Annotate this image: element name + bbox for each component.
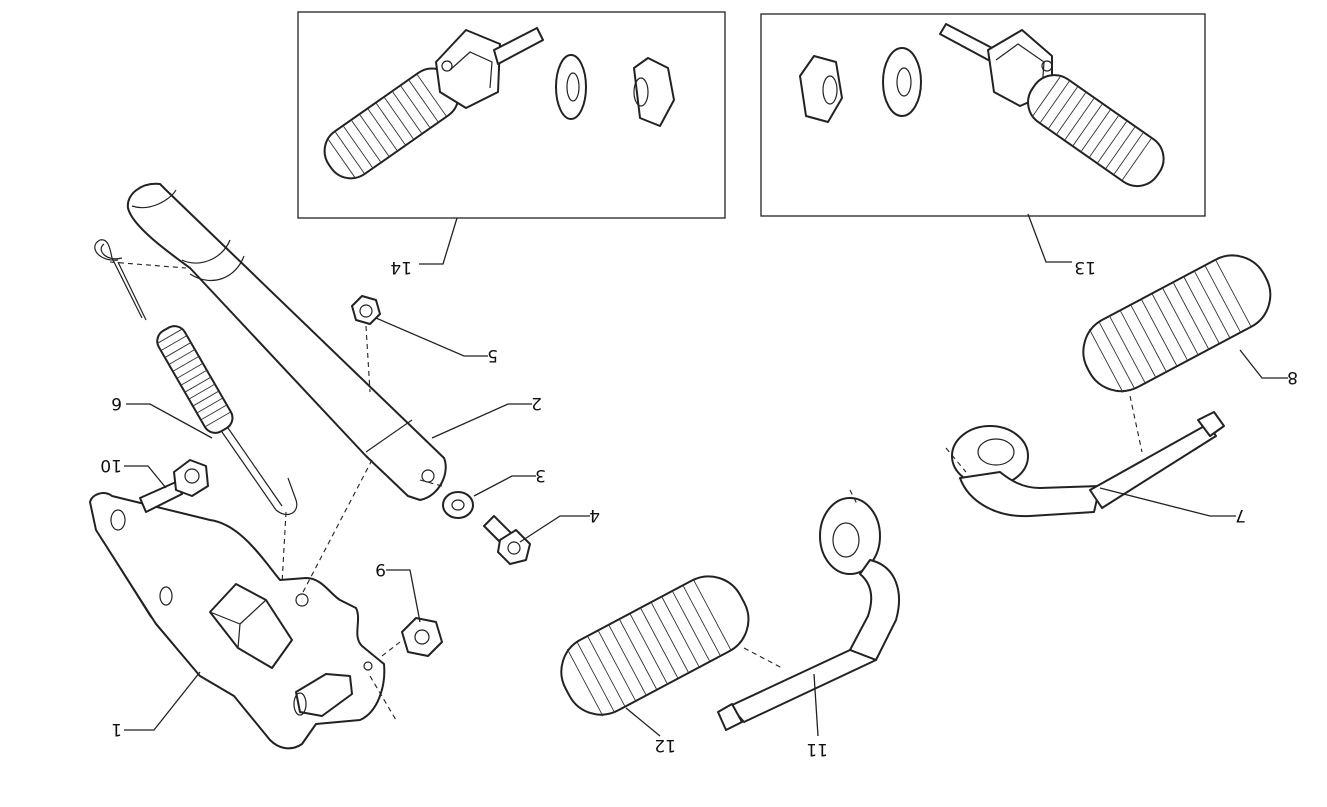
callout-4: 4 (589, 505, 600, 525)
leader-5 (375, 317, 488, 357)
callout-5: 5 (487, 345, 498, 365)
callout-7: 7 (1235, 505, 1246, 525)
callout-13: 13 (1074, 257, 1096, 277)
leader-lines (124, 317, 1288, 737)
kit-14-footpeg (323, 27, 544, 180)
left-footrest-arm (717, 497, 900, 731)
callout-10: 10 (100, 455, 122, 475)
kit-box-13: 13 (760, 13, 1206, 277)
leader-8 (1239, 349, 1288, 379)
callout-8: 8 (1287, 367, 1298, 387)
kit-13-washer (882, 47, 922, 117)
callout-2: 2 (531, 393, 542, 413)
bolt-4 (483, 515, 531, 565)
callout-6: 6 (111, 393, 122, 413)
washer-3 (442, 491, 474, 519)
right-footrest-arm (951, 411, 1225, 518)
assembly-lines (109, 261, 1143, 721)
leader-7 (1099, 487, 1236, 517)
leader-6 (126, 403, 213, 439)
callout-3: 3 (535, 465, 546, 485)
callout-14: 14 (390, 257, 412, 277)
leader-13 (1027, 213, 1072, 263)
kit-13-footpeg (939, 23, 1165, 188)
nut-5 (351, 295, 381, 325)
callouts: 1 2 3 4 5 6 7 8 9 10 11 12 (100, 345, 1298, 759)
kit-box-13-frame (760, 13, 1206, 217)
mount-bracket (89, 492, 386, 750)
kit-box-14: 14 (297, 11, 726, 277)
spring-coil (156, 325, 234, 434)
callout-1: 1 (111, 719, 122, 739)
kit-14-nut (633, 57, 675, 127)
leader-12 (625, 707, 661, 737)
kit-13-nut (799, 55, 843, 123)
side-stand-leg (126, 182, 447, 501)
bolt-10 (139, 459, 209, 513)
left-footrest-rubber (560, 575, 750, 717)
kit-box-14-frame (297, 11, 726, 219)
leader-11 (813, 673, 819, 737)
leader-14 (419, 217, 458, 265)
callout-9: 9 (375, 559, 386, 579)
leader-10 (124, 465, 167, 489)
right-footrest-rubber (1082, 254, 1272, 393)
leader-1 (124, 671, 201, 731)
callout-12: 12 (654, 735, 676, 755)
nut-9 (401, 617, 443, 657)
leader-2 (431, 403, 532, 439)
kit-14-washer (555, 54, 587, 120)
leader-4 (519, 515, 590, 543)
leader-3 (473, 475, 536, 497)
callout-11: 11 (806, 739, 828, 759)
leader-9 (386, 569, 421, 623)
stand-spring (94, 239, 298, 515)
